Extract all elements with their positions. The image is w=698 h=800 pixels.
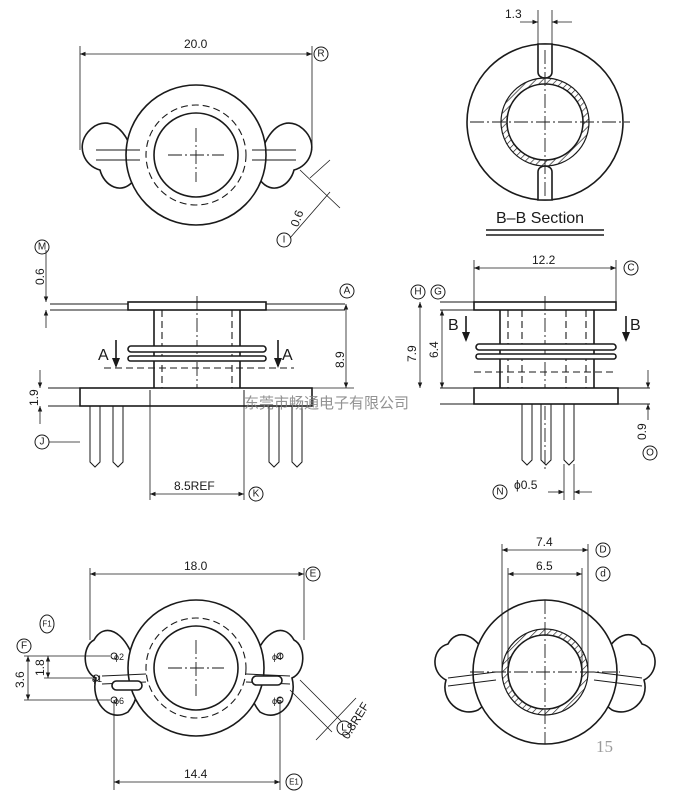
dim-top: 12.2: [532, 253, 556, 267]
dim-width: 20.0: [184, 37, 208, 51]
company-watermark: 东莞市畅通电子有限公司: [244, 394, 409, 412]
dim-bottom: 14.4: [184, 767, 208, 781]
dim-slot: 1.3: [505, 7, 522, 21]
dim-flange: 0.6: [33, 268, 47, 285]
label-top-c: C: [627, 263, 634, 274]
pin-label-2: ϕ2: [114, 652, 124, 662]
dim-wall: 0.6: [288, 208, 307, 229]
label-h: H: [414, 287, 421, 298]
pin-label-5: ϕ5: [272, 696, 282, 706]
label-width: R: [317, 49, 324, 60]
pin-label-6: ϕ6: [114, 696, 124, 706]
side-view: 12.2 C H G 7.9 6.4 B B 0.9 O ϕ0.5 N: [405, 253, 658, 500]
dim-height: 8.9: [333, 351, 347, 368]
label-d-upper: D: [599, 545, 606, 556]
bottom-right-view: 7.4 D 6.5 d: [434, 535, 656, 745]
page-number: 15: [596, 737, 613, 756]
top-left-view: 20.0 R 0.6 I: [79, 37, 341, 248]
dim-ref: 8.5REF: [174, 479, 215, 493]
dim-total: 7.9: [405, 345, 419, 362]
section-title: B–B Section: [496, 210, 584, 227]
dim-top-bottom: 18.0: [184, 559, 208, 573]
dim-outer: 7.4: [536, 535, 553, 549]
front-view: 0.6 M A 8.9 1.9 J A A 8.5REF K: [27, 239, 355, 502]
label-g: G: [434, 287, 442, 298]
section-mark-b-right: B: [630, 317, 641, 334]
label-l: L: [341, 723, 347, 734]
dim-36: 3.6: [13, 671, 27, 688]
dim-pin: ϕ0.5: [514, 478, 538, 492]
label-flange: M: [38, 242, 46, 253]
label-top: A: [344, 286, 351, 297]
label-ref: K: [253, 489, 260, 500]
label-e1: E1: [289, 778, 299, 787]
dim-base-side: 0.9: [635, 423, 649, 440]
label-wall: I: [283, 235, 286, 246]
bottom-left-view: ϕ2 ϕ1 ϕ6 ϕ4 ϕ5 18.0 E F F1 3.6 1.8 14.4 …: [13, 559, 372, 791]
front-pins: [89, 406, 303, 468]
dim-inner-bottom: 6.5: [536, 559, 553, 573]
pin-label-1: ϕ1: [92, 674, 102, 684]
section-mark-right: A: [282, 347, 293, 364]
label-d-lower: d: [600, 569, 606, 580]
dim-18: 1.8: [33, 659, 47, 676]
label-f1: F1: [42, 620, 52, 629]
dim-inner: 6.4: [427, 341, 441, 358]
label-f: F: [21, 641, 27, 652]
label-base-o: O: [646, 448, 654, 459]
section-mark-b-left: B: [448, 317, 459, 334]
dim-base: 1.9: [27, 389, 41, 406]
label-e: E: [310, 569, 317, 580]
pin-label-4: ϕ4: [272, 652, 282, 662]
label-pin: N: [496, 487, 503, 498]
side-pins: [521, 404, 575, 466]
section-mark-left: A: [98, 347, 109, 364]
bb-section-view: 1.3 B–B Section: [466, 7, 630, 236]
label-base: J: [40, 437, 45, 448]
